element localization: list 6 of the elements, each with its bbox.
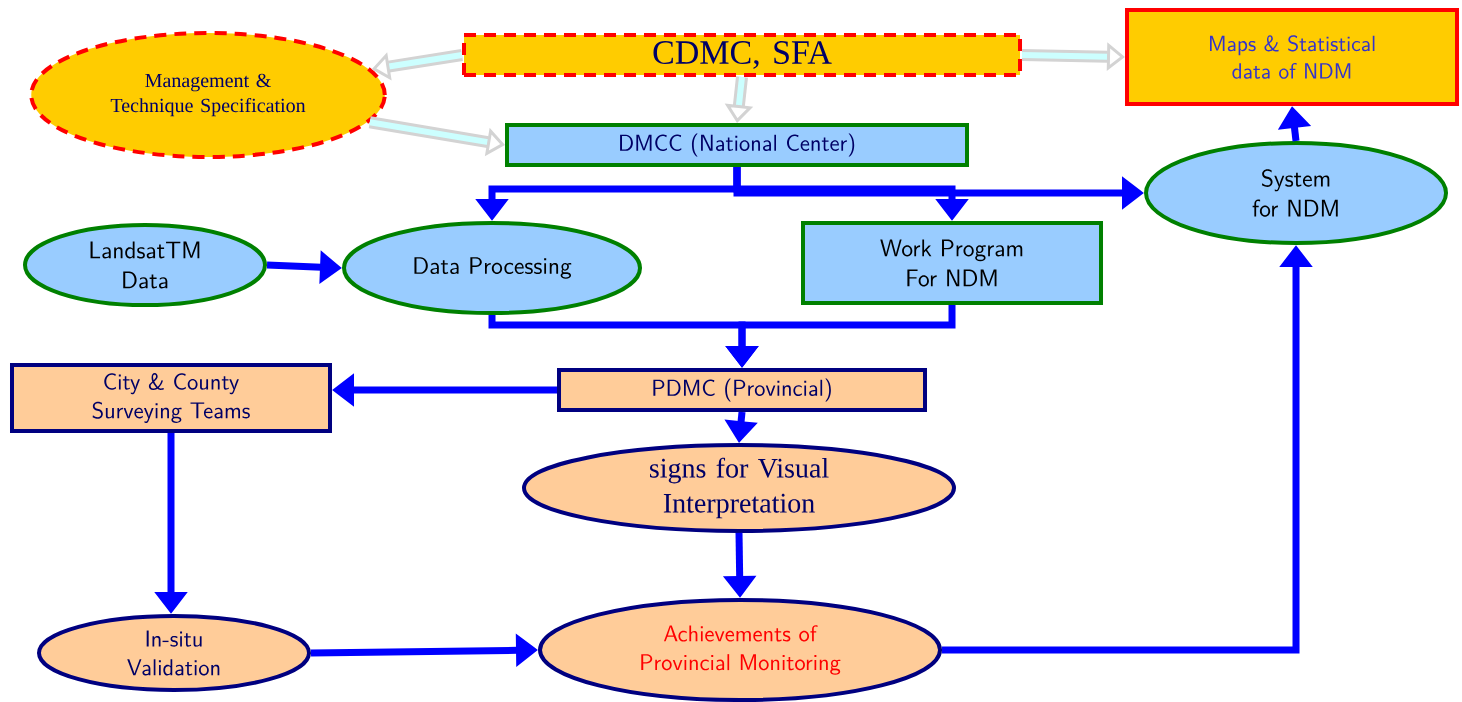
process-box: CDMC, SFA: [462, 33, 1022, 77]
process-box: Maps & Statistical data of NDM: [1125, 8, 1459, 106]
process-box: PDMC (Provincial): [557, 368, 927, 412]
process-box: DMCC (National Center): [505, 123, 969, 167]
process-box: City & County Surveying Teams: [10, 363, 332, 433]
process-box: Work Program For NDM: [801, 221, 1103, 305]
